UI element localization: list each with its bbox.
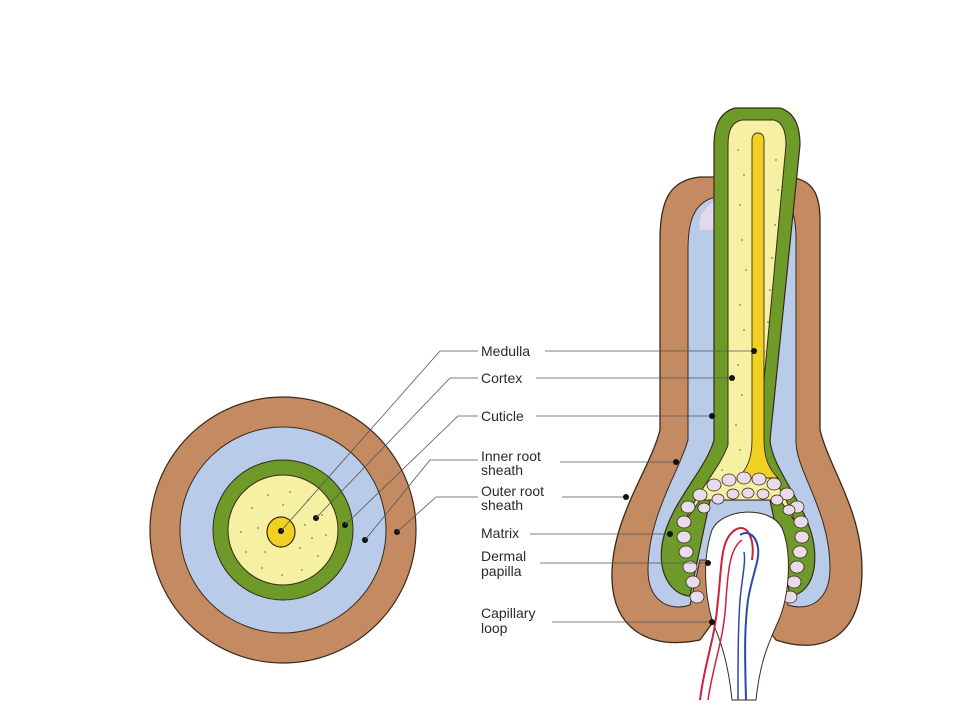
label-outer-root-sheath-line1: Outer root: [481, 483, 544, 499]
leader-lines: [280, 350, 754, 623]
label-dermal-papilla-line2: papilla: [481, 563, 522, 579]
label-inner-root-sheath-line2: sheath: [481, 462, 523, 478]
long-capillary-vein: [739, 532, 760, 701]
long-capillary-artery: [699, 527, 754, 701]
label-matrix: Matrix: [481, 525, 519, 541]
label-inner-root-sheath-line1: Inner root: [481, 448, 541, 464]
cross-section: [149, 396, 417, 664]
label-cuticle: Cuticle: [481, 408, 524, 424]
longitudinal-section: [611, 107, 863, 701]
label-medulla: Medulla: [481, 343, 530, 359]
cross-cortex-stipple: [240, 491, 327, 576]
label-dermal-papilla-line1: Dermal: [481, 548, 526, 564]
long-capillary-artery-2: [707, 539, 743, 701]
long-matrix: [676, 471, 810, 604]
long-capillary-vein-2: [737, 551, 746, 701]
label-capillary-loop-line2: loop: [481, 620, 508, 636]
label-cortex: Cortex: [481, 370, 522, 386]
labels: Medulla Cortex Cuticle Inner root sheath…: [481, 343, 544, 636]
label-capillary-loop-line1: Capillary: [481, 605, 535, 621]
label-outer-root-sheath-line2: sheath: [481, 497, 523, 513]
longitudinal-dots: [623, 348, 757, 625]
